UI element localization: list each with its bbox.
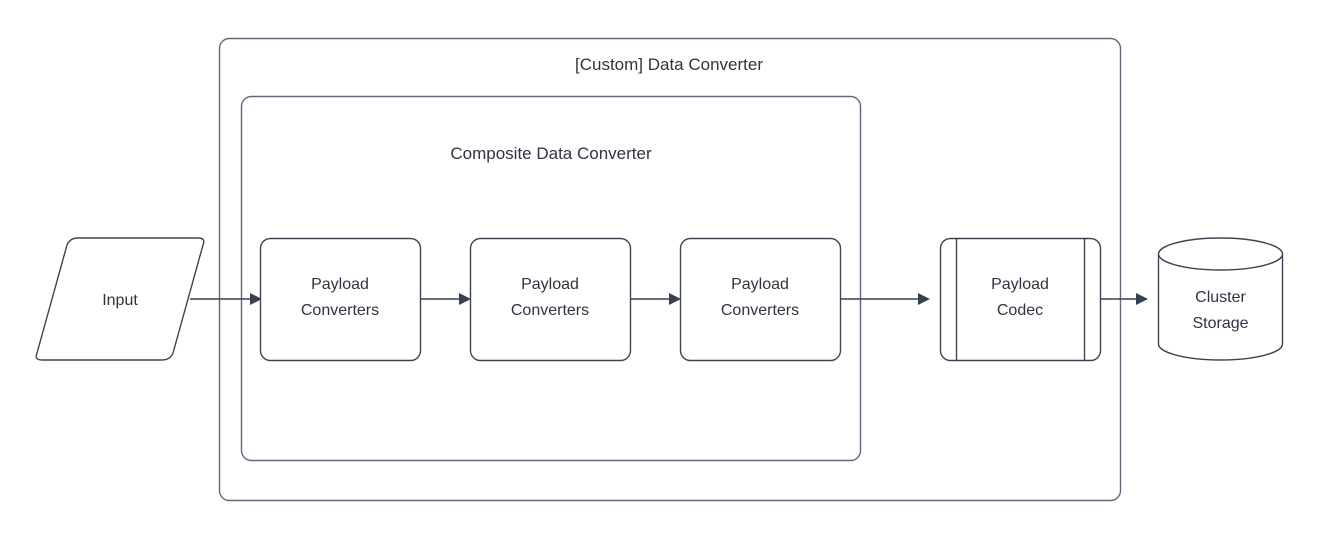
node-payload-converters-1[interactable]: Payload Converters — [259, 237, 422, 362]
edge-payload-converters-3-to-codec — [840, 293, 930, 305]
node-cluster-storage[interactable]: Cluster Storage — [1157, 237, 1284, 361]
payload-converters-2-box[interactable] — [469, 237, 632, 362]
cluster-storage-label-line1: Cluster — [1195, 289, 1246, 306]
arrow-head-icon — [669, 293, 681, 305]
payload-converters-3-label-line1: Payload — [731, 276, 789, 293]
input-parallelogram[interactable] — [35, 237, 205, 361]
payload-converters-1-box[interactable] — [259, 237, 422, 362]
custom-data-converter-label: [Custom] Data Converter — [575, 55, 763, 74]
cluster-storage-body[interactable] — [1157, 253, 1284, 361]
edge-input-to-payload-converters-1 — [190, 293, 262, 305]
arrow-head-icon — [250, 293, 262, 305]
payload-converters-2-label-line1: Payload — [521, 276, 579, 293]
node-payload-codec[interactable]: Payload Codec — [939, 237, 1102, 362]
arrow-head-icon — [1136, 293, 1148, 305]
payload-converters-1-label-line2: Converters — [301, 302, 379, 319]
payload-converters-1-label-line1: Payload — [311, 276, 369, 293]
payload-converters-3-box[interactable] — [679, 237, 842, 362]
payload-codec-label-line1: Payload — [991, 276, 1049, 293]
composite-data-converter-label: Composite Data Converter — [450, 144, 652, 163]
edge-payload-converters-2-to-3 — [630, 293, 681, 305]
edge-payload-converters-1-to-2 — [420, 293, 471, 305]
node-payload-converters-2[interactable]: Payload Converters — [469, 237, 632, 362]
arrow-head-icon — [459, 293, 471, 305]
payload-codec-label-line2: Codec — [997, 302, 1043, 319]
payload-converters-2-label-line2: Converters — [511, 302, 589, 319]
cluster-storage-top-ellipse — [1157, 237, 1284, 271]
cluster-storage-label-line2: Storage — [1192, 315, 1248, 332]
node-payload-converters-3[interactable]: Payload Converters — [679, 237, 842, 362]
arrow-head-icon — [918, 293, 930, 305]
input-label: Input — [102, 292, 138, 309]
edge-codec-to-cluster-storage — [1100, 293, 1148, 305]
payload-codec-box[interactable] — [939, 237, 1102, 362]
payload-converters-3-label-line2: Converters — [721, 302, 799, 319]
node-input[interactable]: Input — [35, 237, 205, 361]
